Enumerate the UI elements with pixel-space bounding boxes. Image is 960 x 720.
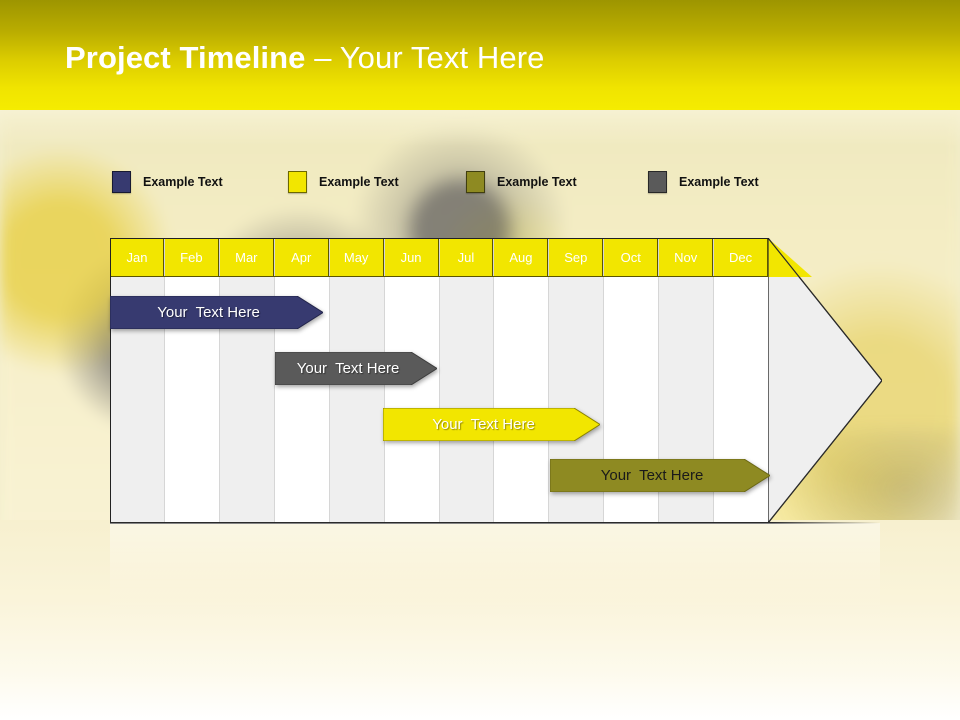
legend-label: Example Text xyxy=(319,175,399,189)
task-bar-yellow[interactable]: Your Text Here xyxy=(383,408,600,441)
timeline-column-jul[interactable]: Jul xyxy=(439,238,495,522)
timeline-chart: Jan Feb Mar Apr May Jun Jul Aug Sep Oct … xyxy=(110,238,770,524)
legend-item[interactable]: Example Text xyxy=(288,170,399,194)
legend-swatch-gray xyxy=(648,171,667,193)
month-header-feb: Feb xyxy=(164,238,219,277)
legend-item[interactable]: Example Text xyxy=(466,170,577,194)
page-title-dash: – xyxy=(305,40,340,75)
month-header-apr: Apr xyxy=(274,238,329,277)
task-bar-olive[interactable]: Your Text Here xyxy=(550,459,770,492)
month-header-jan: Jan xyxy=(110,238,164,277)
page-title-light: Your Text Here xyxy=(339,40,545,75)
task-bar-label: Your Text Here xyxy=(157,304,260,321)
timeline-chevron-tip xyxy=(768,238,882,523)
legend-label: Example Text xyxy=(143,175,223,189)
legend-swatch-navy xyxy=(112,171,131,193)
legend-label: Example Text xyxy=(679,175,759,189)
timeline-column-mar[interactable]: Mar xyxy=(219,238,275,522)
background-lower-gradient xyxy=(0,520,960,720)
legend-item[interactable]: Example Text xyxy=(112,170,223,194)
task-bar-label: Your Text Here xyxy=(296,360,400,377)
task-bar-navy[interactable]: Your Text Here xyxy=(110,296,323,329)
month-header-nov: Nov xyxy=(659,238,714,277)
page-title-strong: Project Timeline xyxy=(65,40,306,75)
month-header-dec: Dec xyxy=(714,238,769,277)
legend-item[interactable]: Example Text xyxy=(648,170,759,194)
chart-base-line xyxy=(110,522,880,524)
month-header-oct: Oct xyxy=(604,238,659,277)
page-title: Project Timeline – Your Text Here xyxy=(65,40,544,76)
title-bar: Project Timeline – Your Text Here xyxy=(0,0,960,110)
task-bar-label: Your Text Here xyxy=(600,467,704,484)
task-bar-label: Your Text Here xyxy=(432,416,535,433)
month-header-may: May xyxy=(329,238,384,277)
month-header-jun: Jun xyxy=(384,238,439,277)
month-header-aug: Aug xyxy=(494,238,549,277)
month-header-sep: Sep xyxy=(549,238,604,277)
month-header-mar: Mar xyxy=(219,238,274,277)
month-header-jul: Jul xyxy=(439,238,494,277)
task-bar-gray[interactable]: Your Text Here xyxy=(275,352,437,385)
timeline-column-jan[interactable]: Jan xyxy=(110,238,165,522)
header-underline xyxy=(110,276,768,277)
legend: Example Text Example Text Example Text E… xyxy=(110,170,850,194)
legend-swatch-yellow xyxy=(288,171,307,193)
legend-swatch-olive xyxy=(466,171,485,193)
legend-label: Example Text xyxy=(497,175,577,189)
timeline-column-feb[interactable]: Feb xyxy=(164,238,220,522)
timeline-column-aug[interactable]: Aug xyxy=(494,238,550,522)
